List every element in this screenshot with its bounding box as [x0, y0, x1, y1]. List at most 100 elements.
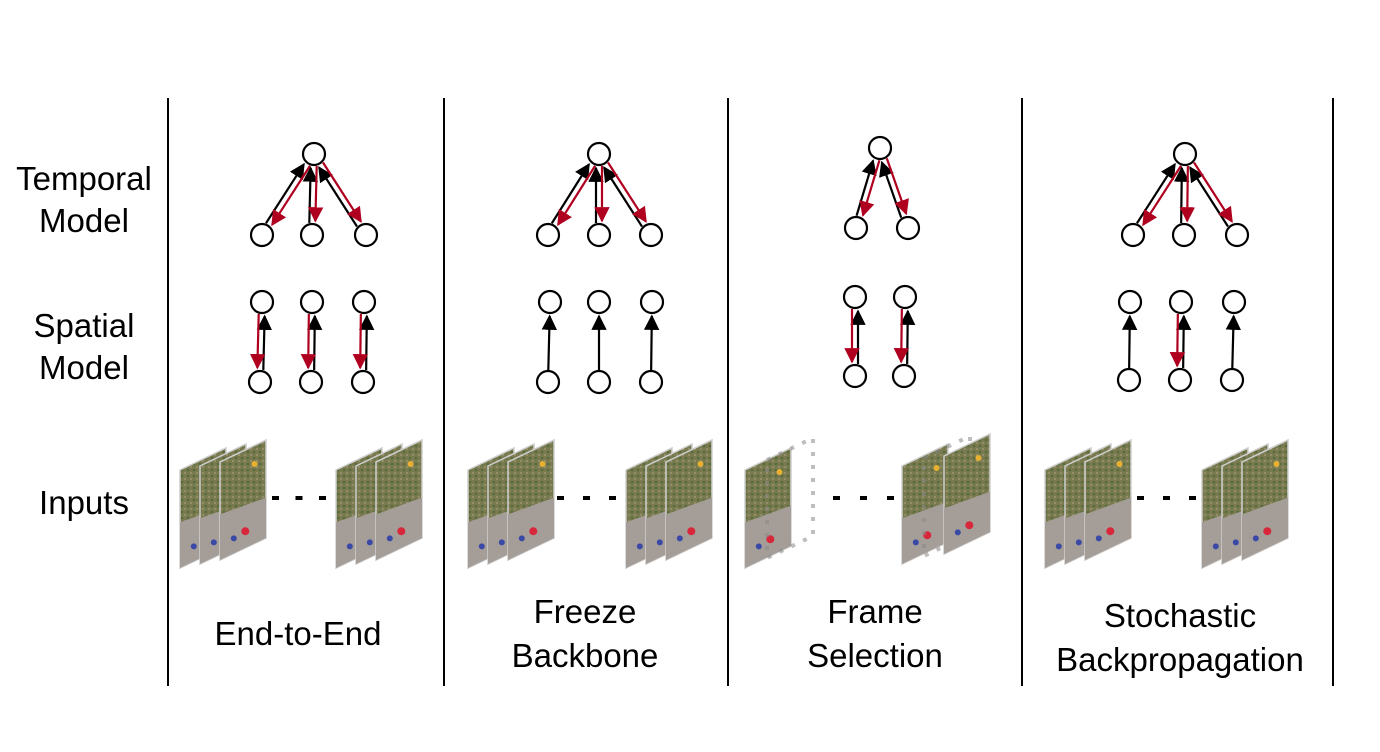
temporal-input-node [535, 222, 561, 248]
spatial-forward-arrow [358, 314, 375, 371]
input-frame [665, 438, 713, 562]
temporal-input-node [249, 222, 275, 248]
spatial-input-node [586, 369, 612, 395]
temporal-backward-arrow [859, 160, 881, 217]
temporal-forward-arrow [550, 162, 590, 224]
frame-figure-blue [755, 543, 762, 550]
column-label-frame-selection: Frame Selection [807, 593, 943, 674]
frame-figure-blue [1252, 535, 1259, 542]
input-frame-stack-left [179, 438, 267, 570]
temporal-input-node [586, 222, 612, 248]
frame-highlight [776, 469, 783, 475]
ellipsis-dot [1163, 496, 1170, 500]
temporal-input-node [843, 215, 869, 241]
temporal-output-node [301, 141, 327, 167]
spatial-input-node [247, 369, 273, 395]
column-label-freeze-backbone: Freeze Backbone [511, 593, 659, 674]
ellipsis-dot [1137, 496, 1144, 500]
temporal-forward-arrow [265, 162, 305, 224]
spatial-input-node [1167, 367, 1193, 393]
frame-figure-red [1263, 527, 1272, 536]
input-frame [507, 438, 555, 562]
spatial-feature-node [249, 289, 275, 315]
spatial-input-node [298, 369, 324, 395]
frame-figure-red [529, 527, 538, 536]
frame-figure-blue [210, 539, 217, 546]
ellipsis-dot [557, 496, 564, 500]
spatial-input-node [638, 369, 664, 395]
frame-figure-blue [386, 535, 393, 542]
input-frame-stack-right [335, 438, 423, 570]
spatial-forward-arrow [541, 314, 558, 371]
spatial-input-node [535, 369, 561, 395]
input-frame [1241, 438, 1289, 562]
ellipsis-dot [860, 496, 867, 500]
temporal-backward-arrow [607, 161, 647, 223]
spatial-feature-node [586, 289, 612, 315]
spatial-feature-node [1117, 289, 1143, 315]
spatial-feature-node [1168, 289, 1194, 315]
spatial-backward-arrow [352, 313, 369, 370]
spatial-forward-arrow [643, 314, 660, 371]
frame-figure-red [766, 535, 775, 544]
temporal-input-node [299, 222, 325, 248]
frame-figure-blue [656, 539, 663, 546]
input-frame-stack-right [901, 432, 991, 566]
spatial-forward-arrow [306, 314, 323, 371]
frame-figure-red [965, 521, 974, 530]
ellipsis-dot [295, 496, 303, 500]
frame-figure-blue [518, 535, 525, 542]
spatial-backward-arrow [300, 313, 317, 370]
frame-highlight [539, 461, 546, 467]
temporal-forward-arrow [302, 166, 319, 223]
temporal-input-node [638, 222, 664, 248]
frame-figure-blue [636, 543, 643, 550]
row-label-inputs: Inputs [39, 484, 129, 521]
frame-figure-blue [1075, 539, 1082, 546]
spatial-input-node [842, 363, 868, 389]
spatial-input-node [891, 363, 917, 389]
spatial-backward-arrow [893, 308, 910, 364]
frame-figure-blue [346, 543, 353, 550]
temporal-backward-arrow [885, 157, 909, 216]
spatial-feature-node [351, 289, 377, 315]
spatial-feature-node [299, 289, 325, 315]
frame-figure-blue [478, 543, 485, 550]
temporal-backward-arrow [1193, 161, 1233, 223]
input-frame [375, 438, 423, 562]
input-frame-stack-left [1044, 438, 1132, 570]
frame-highlight [1116, 461, 1123, 467]
temporal-output-node [586, 141, 612, 167]
temporal-backward-arrow [271, 165, 311, 227]
temporal-forward-arrow [603, 166, 643, 228]
row-label-spatial-model: Spatial Model [33, 307, 135, 386]
temporal-forward-arrow [318, 166, 358, 228]
ellipsis-dot [1189, 496, 1196, 500]
temporal-backward-arrow [557, 165, 597, 227]
column-4 [1044, 438, 1289, 570]
spatial-feature-node [892, 284, 918, 310]
spatial-backward-arrow [1169, 313, 1186, 368]
frame-figure-blue [676, 535, 683, 542]
spatial-backward-arrow [249, 313, 266, 370]
frame-figure-blue [1232, 539, 1239, 546]
frame-highlight [697, 461, 704, 467]
temporal-forward-arrow [855, 159, 877, 216]
ellipsis-dot [833, 496, 840, 500]
frame-figure-blue [1212, 543, 1219, 550]
frame-highlight [407, 461, 414, 467]
frame-highlight [975, 455, 982, 461]
input-frame-stack-left [467, 438, 555, 570]
ellipsis-dot [887, 496, 894, 500]
spatial-feature-node [639, 289, 665, 315]
spatial-feature-node [537, 289, 563, 315]
frame-figure-blue [1095, 535, 1102, 542]
ellipsis-dot [272, 496, 279, 500]
temporal-backward-arrow [322, 161, 362, 223]
input-frame-stack-left [744, 434, 815, 570]
temporal-input-node [1224, 222, 1250, 248]
temporal-forward-arrow [1136, 162, 1176, 224]
column-label-stochastic-backpropagation: Stochastic Backpropagation [1056, 597, 1304, 678]
frame-figure-red [687, 527, 696, 536]
spatial-feature-node [842, 284, 868, 310]
